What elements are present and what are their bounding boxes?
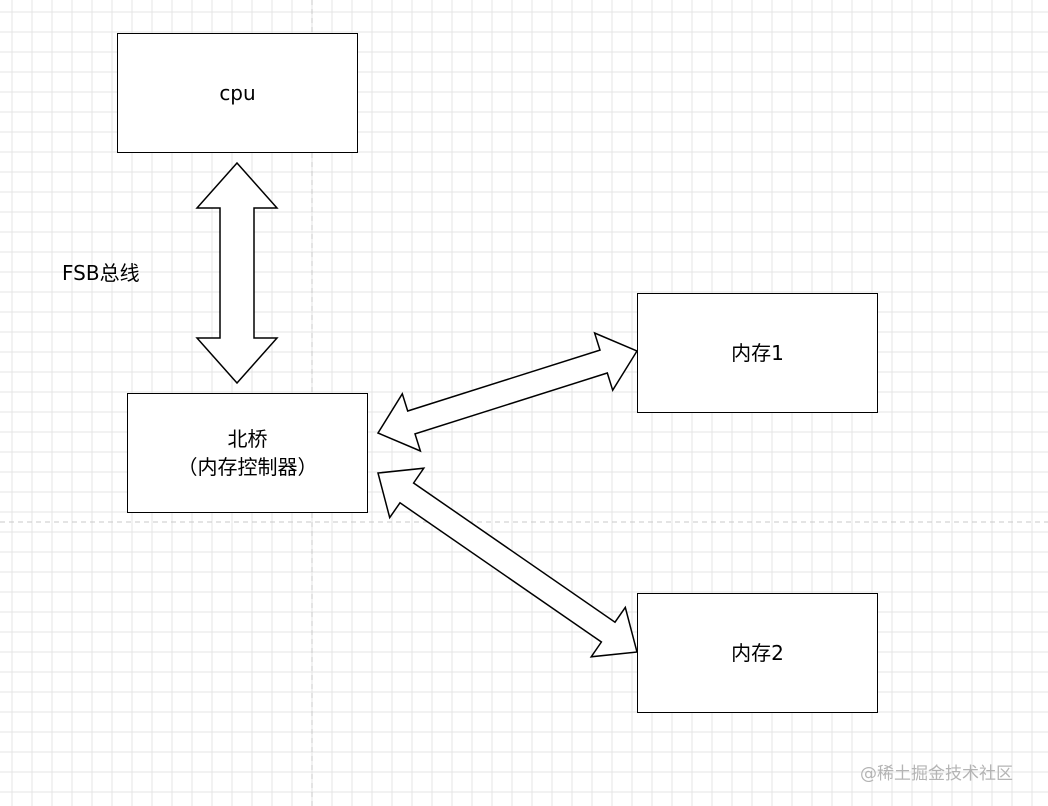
northbridge-node[interactable]: 北桥 （内存控制器） <box>127 393 368 513</box>
watermark-text: @稀土掘金技术社区 <box>860 764 1013 784</box>
cpu-node-label: cpu <box>219 81 256 105</box>
memory2-node[interactable]: 内存2 <box>637 593 878 713</box>
cpu-node[interactable]: cpu <box>117 33 358 153</box>
northbridge-node-label: 北桥 （内存控制器） <box>177 427 318 479</box>
memory1-node[interactable]: 内存1 <box>637 293 878 413</box>
memory2-double-arrow[interactable] <box>377 467 638 658</box>
fsb-bus-double-arrow[interactable] <box>195 161 279 385</box>
memory1-node-label: 内存1 <box>731 341 784 365</box>
memory2-node-label: 内存2 <box>731 641 784 665</box>
fsb-bus-label: FSB总线 <box>62 261 140 285</box>
